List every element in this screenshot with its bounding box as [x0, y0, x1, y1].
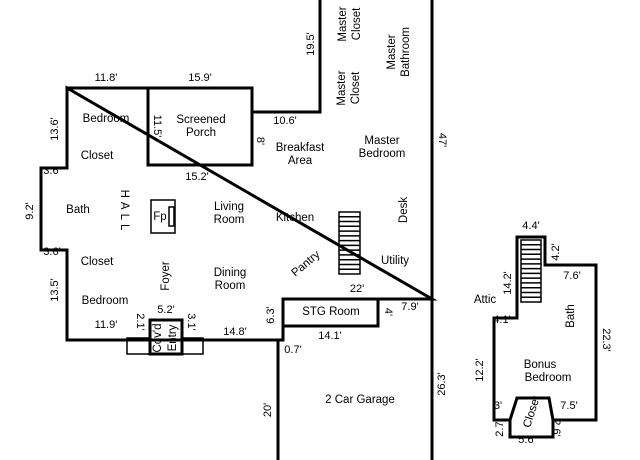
stairs-main — [338, 211, 361, 275]
closet-top-label: Closet — [81, 150, 114, 162]
dining-room-label: Dining — [214, 267, 247, 279]
master-bedroom-label-2: Bedroom — [359, 148, 406, 160]
dim-7-9: 7.9' — [401, 301, 418, 313]
stairs-attic — [520, 239, 542, 303]
dim-47: 47' — [436, 133, 448, 147]
entry-label: Entry — [167, 324, 179, 351]
covd-label: Cov'd — [152, 323, 164, 352]
entry-steps — [126, 337, 204, 355]
screened-porch-label-2: Porch — [186, 127, 216, 139]
screened-porch-label: Screened — [176, 114, 225, 126]
dim-7-5: 7.5' — [560, 400, 577, 412]
dim-11-5: 11.5' — [151, 115, 163, 138]
dim-11-9: 11.9' — [95, 319, 118, 331]
bonus-area-outline — [492, 235, 598, 439]
dim-4: 4' — [382, 308, 394, 316]
desk-label: Desk — [398, 197, 410, 223]
walls — [39, 0, 438, 460]
dim-4-2: 4.2' — [550, 243, 562, 260]
dim-2-1: 2.1' — [134, 313, 146, 330]
dim-3-1: 3.1' — [185, 313, 197, 330]
stg-room-label: STG Room — [302, 306, 360, 318]
dim-2-6: 2.6' — [550, 419, 562, 436]
dim-15-9: 15.9' — [188, 72, 212, 84]
dim-12-2: 12.2' — [474, 358, 486, 382]
room-labels: Master Closet Master Closet Master Bathr… — [66, 6, 577, 429]
attic-label: Attic — [474, 294, 497, 306]
fireplace-box — [150, 199, 176, 234]
garage-label: 2 Car Garage — [325, 394, 395, 406]
dim-10-6: 10.6' — [273, 115, 297, 127]
dim-11-8: 11.8' — [95, 72, 118, 84]
dim-20: 20' — [262, 403, 274, 417]
dim-14-8: 14.8' — [223, 326, 247, 338]
bedroom-top-label: Bedroom — [83, 113, 130, 125]
dim-19-5: 19.5' — [305, 32, 317, 56]
master-bathroom-label-2: Bathroom — [400, 27, 412, 77]
living-room-label: Living — [214, 201, 244, 213]
screened-porch-wall — [146, 86, 254, 167]
dim-3-6b: 3.6' — [43, 246, 60, 258]
closet-bottom-label: Closet — [81, 256, 114, 268]
dim-14-1: 14.1' — [318, 330, 342, 342]
stg-room-wall — [281, 297, 380, 328]
master-bathroom-label: Master — [386, 34, 398, 69]
living-room-label-2: Room — [214, 214, 245, 226]
dimension-labels: 19.5' 11.8' 15.9' 10.6' 13.6' 11.5' 8' 1… — [24, 32, 612, 446]
dim-26-3: 26.3' — [436, 372, 448, 396]
master-closet-top-label-2: Closet — [351, 7, 363, 40]
entry-wall — [148, 318, 184, 356]
dim-22: 22' — [350, 283, 364, 295]
dim-8: 8' — [254, 137, 266, 145]
bath-right-label: Bath — [565, 304, 577, 328]
fireplace-hearth — [168, 206, 175, 227]
pantry-label: Pantry — [289, 249, 322, 280]
bedroom-bottom-label: Bedroom — [82, 295, 129, 307]
dim-14-2: 14.2' — [502, 271, 514, 295]
dim-5-6: 5.6' — [518, 434, 535, 446]
dining-room-label-2: Room — [215, 280, 246, 292]
utility-label: Utility — [381, 255, 409, 267]
dim-13-5: 13.5' — [49, 278, 61, 302]
dim-2-7: 2.7' — [494, 419, 506, 436]
hall-label: HALL — [118, 190, 130, 235]
master-bedroom-label: Master — [364, 135, 399, 147]
breakfast-label-2: Area — [288, 155, 313, 167]
dim-22-3: 22.3' — [600, 328, 612, 352]
dim-13-6: 13.6' — [49, 117, 61, 141]
dim-5-2: 5.2' — [157, 304, 174, 316]
bonus-bedroom-label: Bonus — [524, 359, 557, 371]
dim-15-2: 15.2' — [185, 171, 209, 183]
bonus-closet-wall — [508, 396, 555, 422]
bonus-bedroom-label-2: Bedroom — [525, 372, 572, 384]
kitchen-label: Kitchen — [276, 212, 314, 224]
master-closet-mid-label-2: Closet — [350, 71, 362, 104]
dim-9-2: 9.2' — [24, 202, 36, 219]
dim-3: 3' — [494, 400, 502, 412]
dim-3-6a: 3.6' — [43, 165, 60, 177]
breakfast-label: Breakfast — [276, 142, 325, 154]
master-closet-top-label: Master — [337, 6, 349, 41]
dim-0-7: 0.7' — [284, 344, 301, 356]
dim-7-6: 7.6' — [563, 270, 580, 282]
dim-6-3: 6.3' — [265, 306, 277, 323]
bath-left-label: Bath — [66, 204, 90, 216]
dim-4-4: 4.4' — [522, 220, 539, 232]
fireplace-label: Fp — [153, 211, 166, 223]
master-closet-mid-label: Master — [336, 70, 348, 105]
foyer-label: Foyer — [160, 261, 172, 291]
dim-4-1: 4.1' — [493, 314, 510, 326]
